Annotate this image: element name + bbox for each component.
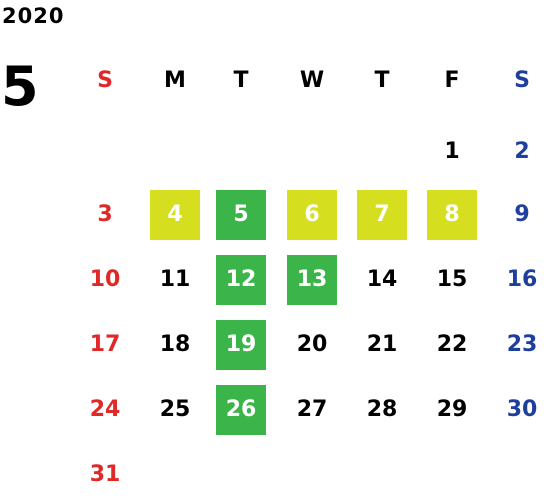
- day-cell-25[interactable]: 25: [159, 397, 191, 422]
- day-cell-19[interactable]: 19: [216, 320, 266, 370]
- day-cell-30[interactable]: 30: [506, 397, 538, 422]
- weekday-header-sunday: S: [97, 68, 113, 93]
- weekday-header-monday: M: [164, 68, 186, 93]
- day-cell-18[interactable]: 18: [159, 332, 191, 357]
- day-cell-29[interactable]: 29: [436, 397, 468, 422]
- day-cell-28[interactable]: 28: [366, 397, 398, 422]
- day-cell-13[interactable]: 13: [287, 255, 337, 305]
- day-cell-31[interactable]: 31: [89, 462, 121, 487]
- day-cell-8[interactable]: 8: [427, 190, 477, 240]
- day-cell-9[interactable]: 9: [514, 202, 530, 227]
- day-cell-23[interactable]: 23: [506, 332, 538, 357]
- day-cell-7[interactable]: 7: [357, 190, 407, 240]
- day-cell-10[interactable]: 10: [89, 267, 121, 292]
- weekday-header-friday: F: [444, 68, 460, 93]
- day-cell-17[interactable]: 17: [89, 332, 121, 357]
- day-cell-4[interactable]: 4: [150, 190, 200, 240]
- day-cell-12[interactable]: 12: [216, 255, 266, 305]
- day-cell-2[interactable]: 2: [514, 139, 530, 164]
- weekday-header-thursday: T: [374, 68, 390, 93]
- day-cell-5[interactable]: 5: [216, 190, 266, 240]
- day-cell-11[interactable]: 11: [159, 267, 191, 292]
- day-cell-16[interactable]: 16: [506, 267, 538, 292]
- day-cell-20[interactable]: 20: [296, 332, 328, 357]
- weekday-header-tuesday: T: [233, 68, 249, 93]
- day-cell-3[interactable]: 3: [97, 202, 113, 227]
- day-cell-6[interactable]: 6: [287, 190, 337, 240]
- day-cell-27[interactable]: 27: [296, 397, 328, 422]
- day-cell-22[interactable]: 22: [436, 332, 468, 357]
- day-cell-14[interactable]: 14: [366, 267, 398, 292]
- day-cell-1[interactable]: 1: [444, 139, 460, 164]
- day-cell-15[interactable]: 15: [436, 267, 468, 292]
- day-cell-26[interactable]: 26: [216, 385, 266, 435]
- day-cell-24[interactable]: 24: [89, 397, 121, 422]
- weekday-header-saturday: S: [514, 68, 530, 93]
- day-cell-21[interactable]: 21: [366, 332, 398, 357]
- calendar-month: 5: [1, 55, 39, 118]
- calendar-year: 2020: [2, 4, 65, 28]
- weekday-header-wednesday: W: [299, 68, 325, 93]
